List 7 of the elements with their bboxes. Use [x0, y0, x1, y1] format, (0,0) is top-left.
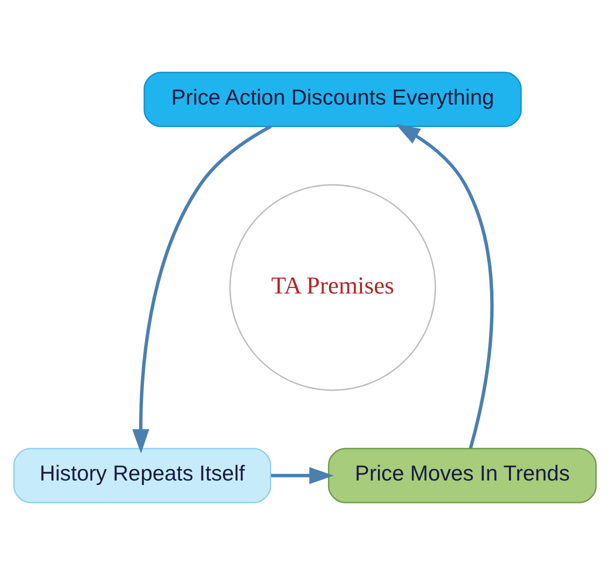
- node-circle: TA Premises: [229, 184, 436, 391]
- arrow: [271, 467, 334, 484]
- node-box: History Repeats Itself: [13, 448, 272, 504]
- arrow: [396, 124, 494, 449]
- arrow: [132, 124, 272, 454]
- node-box: Price Moves In Trends: [328, 448, 597, 504]
- node-box: Price Action Discounts Everything: [144, 72, 522, 128]
